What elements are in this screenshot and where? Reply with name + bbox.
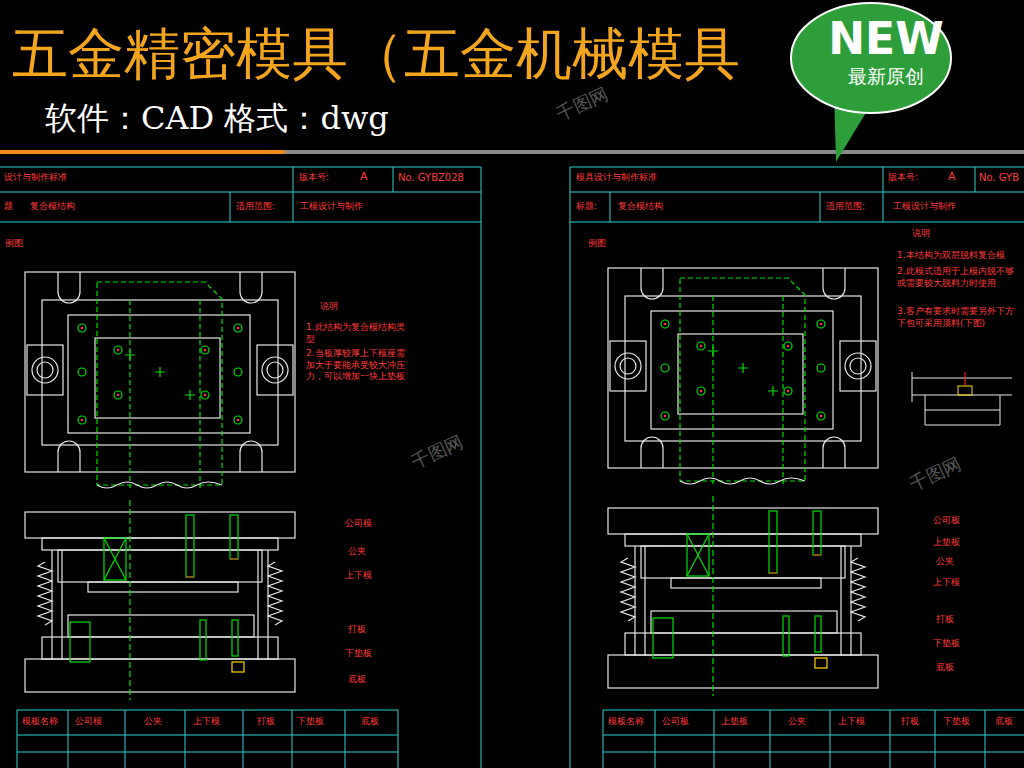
part-label: 打板: [348, 624, 366, 636]
part-label: 公夹: [348, 546, 366, 558]
table-cell: 下垫板: [297, 716, 324, 728]
part-label: 公司板: [933, 515, 960, 527]
detail-view: [912, 372, 1012, 425]
note: 2.此模式适用于上模内脱不够或需要较大脱料力时使用: [897, 266, 1017, 289]
cad-path: [17, 710, 398, 768]
watermark: 千图网: [553, 82, 612, 126]
notes-heading: 说明: [320, 301, 338, 313]
part-label: 上下模: [933, 577, 960, 589]
sheet-frame: [0, 167, 1024, 768]
table-cell: 打板: [901, 716, 919, 728]
header-rule-accent: [0, 150, 285, 154]
table-cell: 模板名称: [608, 716, 644, 728]
field-value: A: [948, 170, 956, 184]
watermark: 千图网: [408, 430, 467, 474]
die-drawing: [608, 268, 878, 696]
field-value: 工模设计与制作: [893, 201, 956, 213]
watermark: 千图网: [906, 452, 965, 496]
doc-number: No. GYB: [979, 171, 1019, 184]
part-label: 公司模: [345, 518, 372, 530]
table-cell: 公司模: [75, 716, 102, 728]
badge-subtext: 最新原创: [790, 64, 982, 88]
table-cell: 上下模: [838, 716, 865, 728]
table-cell: 公司板: [662, 716, 689, 728]
table-cell: 底板: [361, 716, 379, 728]
part-label: 下垫板: [345, 648, 372, 660]
part-label: 下垫板: [933, 638, 960, 650]
field-name: 题: [4, 201, 13, 213]
subtitle: 软件：CAD 格式：dwg: [45, 98, 389, 140]
table-cell: 公夹: [788, 716, 806, 728]
sheet-title: 模具设计与制作标准: [576, 172, 657, 184]
badge-text: NEW: [790, 14, 982, 64]
table-cell: 上垫板: [721, 716, 748, 728]
field-name: 版本号:: [299, 172, 329, 184]
speech-bubble: NEW最新原创: [790, 2, 982, 114]
figure-label: 例图: [5, 238, 23, 250]
note: 1.本结构为双层脱料复合模: [897, 250, 1017, 262]
field-name: 版本号:: [888, 172, 918, 184]
cad-path: [570, 167, 1024, 768]
note: 3.客户有要求时需要另外下方下包可采用顶料(下图): [897, 306, 1017, 329]
figure-label: 例图: [588, 238, 606, 250]
header-rule: [0, 150, 1024, 154]
part-label: 底板: [348, 674, 366, 686]
part-label: 底板: [936, 662, 954, 674]
cad-rect: [958, 386, 972, 395]
cad-path: [912, 372, 1012, 425]
table-cell: 上下模: [193, 716, 220, 728]
field-value: 工模设计与制作: [300, 201, 363, 213]
field-value: 复合模结构: [618, 201, 663, 213]
part-label: 公夹: [936, 556, 954, 568]
part-label: 打板: [936, 614, 954, 626]
cad-path: [0, 167, 481, 768]
table-cell: 底板: [995, 716, 1013, 728]
die-drawing: [25, 272, 295, 700]
doc-number: No. GYBZ028: [398, 171, 464, 184]
part-label: 上下模: [345, 570, 372, 582]
field-value: 复合模结构: [30, 201, 75, 213]
notes-heading: 说明: [912, 228, 930, 240]
note: 1.此结构为复合模结构类型: [306, 322, 406, 345]
sheet-title: 设计与制作标准: [4, 172, 67, 184]
cad-path: [965, 372, 966, 386]
page-title: 五金精密模具（五金机械模具: [12, 18, 740, 91]
field-name: 适用范围:: [826, 201, 865, 213]
table-cell: 下垫板: [943, 716, 970, 728]
field-name: 标题:: [576, 201, 597, 213]
part-label: 上垫板: [933, 537, 960, 549]
table-cell: 打板: [257, 716, 275, 728]
field-value: A: [360, 170, 368, 184]
bubble-text-box: NEW最新原创: [790, 2, 982, 88]
table-cell: 公夹: [144, 716, 162, 728]
note: 2.当板厚较厚上下模座需加大于要能承受较大冲压力，可以增加一块上垫板: [306, 348, 406, 383]
cad-path: [603, 710, 1024, 768]
table-cell: 模板名称: [22, 716, 58, 728]
field-name: 适用范围:: [236, 201, 275, 213]
